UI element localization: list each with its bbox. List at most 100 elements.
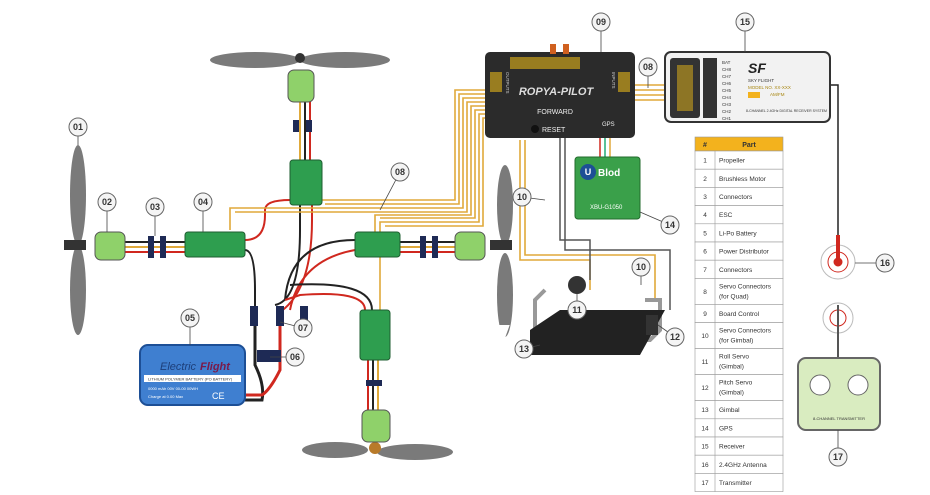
callout-10: 10 xyxy=(631,257,651,285)
row-part: Connectors xyxy=(719,267,753,274)
fc-brand: ROPYA-PILOT xyxy=(519,86,595,98)
battery-charge: Charge at 0.00 Max xyxy=(148,394,183,399)
channel-label: CH2 xyxy=(722,109,731,114)
row-part-sub: (for Quad) xyxy=(719,293,749,300)
row-number: 14 xyxy=(701,425,709,432)
callout-number: 12 xyxy=(670,332,680,342)
table-row: 11 Roll Servo (Gimbal) xyxy=(694,348,784,375)
callout-04: 04 xyxy=(193,192,213,232)
callout-number: 10 xyxy=(636,262,646,272)
table-row: 15 Receiver xyxy=(694,436,784,456)
header-part: Part xyxy=(742,142,756,149)
channel-label: CH7 xyxy=(722,74,731,79)
callout-05: 05 xyxy=(180,308,200,345)
callout-number: 08 xyxy=(395,167,405,177)
channel-label: CH1 xyxy=(722,116,731,121)
row-number: 16 xyxy=(701,462,709,469)
callout-08: 08 xyxy=(638,57,658,88)
callout-number: 16 xyxy=(880,258,890,268)
row-number: 5 xyxy=(703,230,707,237)
row-part: Pitch Servo xyxy=(719,380,753,387)
header-number: # xyxy=(703,142,707,149)
flight-controller: OUTPUTS INPUTS ROPYA-PILOT FORWARD RESET… xyxy=(485,44,635,138)
row-number: 13 xyxy=(701,407,709,414)
callout-number: 11 xyxy=(572,305,582,315)
antenna-24ghz xyxy=(820,235,856,280)
connectors xyxy=(148,120,438,386)
lipo-battery: Electric Flight LITHIUM POLYMER BATTERY … xyxy=(139,344,246,406)
callout-09: 09 xyxy=(591,12,611,52)
row-part: GPS xyxy=(719,425,733,432)
receiver-logo: SF xyxy=(748,60,766,76)
row-part: Gimbal xyxy=(719,407,740,414)
callout-08: 08 xyxy=(379,162,410,211)
row-number: 3 xyxy=(703,194,707,201)
row-number: 15 xyxy=(701,444,709,451)
row-part-sub: (Gimbal) xyxy=(719,364,744,371)
battery-brand-b: Flight xyxy=(200,361,231,373)
row-number: 10 xyxy=(701,333,709,340)
gimbal xyxy=(422,276,665,355)
row-part: ESC xyxy=(719,212,733,219)
row-part: Board Control xyxy=(719,311,760,318)
row-number: 11 xyxy=(702,359,709,366)
callout-number: 14 xyxy=(665,220,675,230)
outputs-label: OUTPUTS xyxy=(505,72,510,94)
row-part: Power Distributor xyxy=(719,249,770,256)
callout-number: 01 xyxy=(73,122,83,132)
row-number: 9 xyxy=(703,311,707,318)
row-number: 7 xyxy=(703,267,707,274)
callout-02: 02 xyxy=(97,192,117,232)
propeller-left xyxy=(64,145,86,335)
row-part: Li-Po Battery xyxy=(719,230,757,237)
row-number: 12 xyxy=(701,385,709,392)
callout-06: 06 xyxy=(270,347,305,367)
row-part: Connectors xyxy=(719,194,753,201)
callout-16: 16 xyxy=(855,253,895,273)
esc xyxy=(184,159,401,361)
battery-spec: 0000 mAh 00V 00-00 00WH xyxy=(148,386,198,391)
receiver-brand: SKY FLIGHT xyxy=(748,78,774,83)
row-part-sub: (for Gimbal) xyxy=(719,338,753,345)
row-part-sub: (Gimbal) xyxy=(719,390,744,397)
callout-number: 04 xyxy=(198,197,208,207)
brushless-motor xyxy=(94,69,486,443)
callout-number: 05 xyxy=(185,313,195,323)
table-header xyxy=(694,136,784,152)
forward-label: FORWARD xyxy=(537,109,573,116)
callout-14: 14 xyxy=(639,211,680,235)
row-part: Servo Connectors xyxy=(719,283,772,290)
callout-number: 09 xyxy=(596,17,606,27)
channel-label: CH4 xyxy=(722,95,731,100)
table-row: 12 Pitch Servo (Gimbal) xyxy=(694,374,784,401)
callout-number: 06 xyxy=(290,352,300,362)
reset-button[interactable] xyxy=(531,125,539,133)
callout-17: 17 xyxy=(828,430,848,467)
battery-brand: Electric xyxy=(160,361,197,373)
gps-module: U Blod XBU-G1050 xyxy=(574,156,641,220)
channel-label: CH6 xyxy=(722,81,731,86)
ce-mark: CE xyxy=(212,391,225,401)
table-row: 5 Li-Po Battery xyxy=(694,223,784,243)
receiver-model: MODEL NO. XX-XXX xyxy=(748,85,791,90)
callout-number: 17 xyxy=(833,452,843,462)
roll-servo xyxy=(568,276,586,294)
row-part: Propeller xyxy=(719,158,746,165)
callout-13: 13 xyxy=(514,339,541,359)
callout-number: 15 xyxy=(740,17,750,27)
gps-port-label: GPS xyxy=(602,122,615,128)
row-number: 4 xyxy=(703,212,707,219)
row-part: Receiver xyxy=(719,444,745,451)
reset-label: RESET xyxy=(542,127,566,134)
table-row: 14 GPS xyxy=(694,418,784,438)
row-part: Roll Servo xyxy=(719,354,749,361)
power-distributor xyxy=(257,350,281,362)
row-part: Brushless Motor xyxy=(719,176,767,183)
row-number: 8 xyxy=(703,289,707,296)
table-row: 7 Connectors xyxy=(694,259,784,279)
table-row: 9 Board Control xyxy=(694,304,784,323)
channel-label: CH5 xyxy=(722,88,731,93)
